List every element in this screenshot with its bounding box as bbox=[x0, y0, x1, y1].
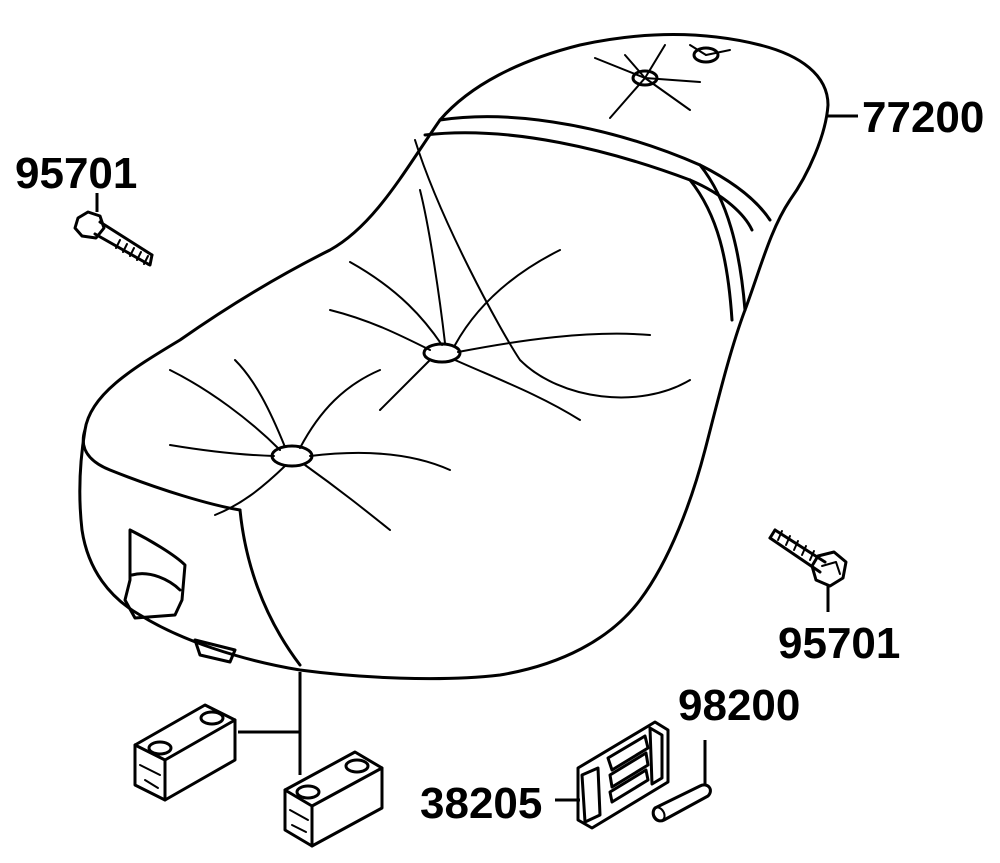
bolt-right bbox=[768, 528, 848, 588]
rubber-block-1 bbox=[133, 703, 237, 802]
label-bolt-right: 95701 bbox=[778, 619, 900, 668]
label-seat: 77200 bbox=[862, 93, 984, 142]
seat-assembly bbox=[78, 33, 830, 681]
bolt-left bbox=[73, 210, 154, 267]
label-bolt-left: 95701 bbox=[15, 149, 137, 198]
pin bbox=[651, 783, 712, 823]
leader-blocks bbox=[238, 672, 302, 775]
label-lock: 38205 bbox=[420, 779, 542, 828]
seat-lock bbox=[576, 720, 670, 830]
label-pin: 98200 bbox=[678, 681, 800, 730]
rubber-block-2 bbox=[283, 750, 384, 848]
